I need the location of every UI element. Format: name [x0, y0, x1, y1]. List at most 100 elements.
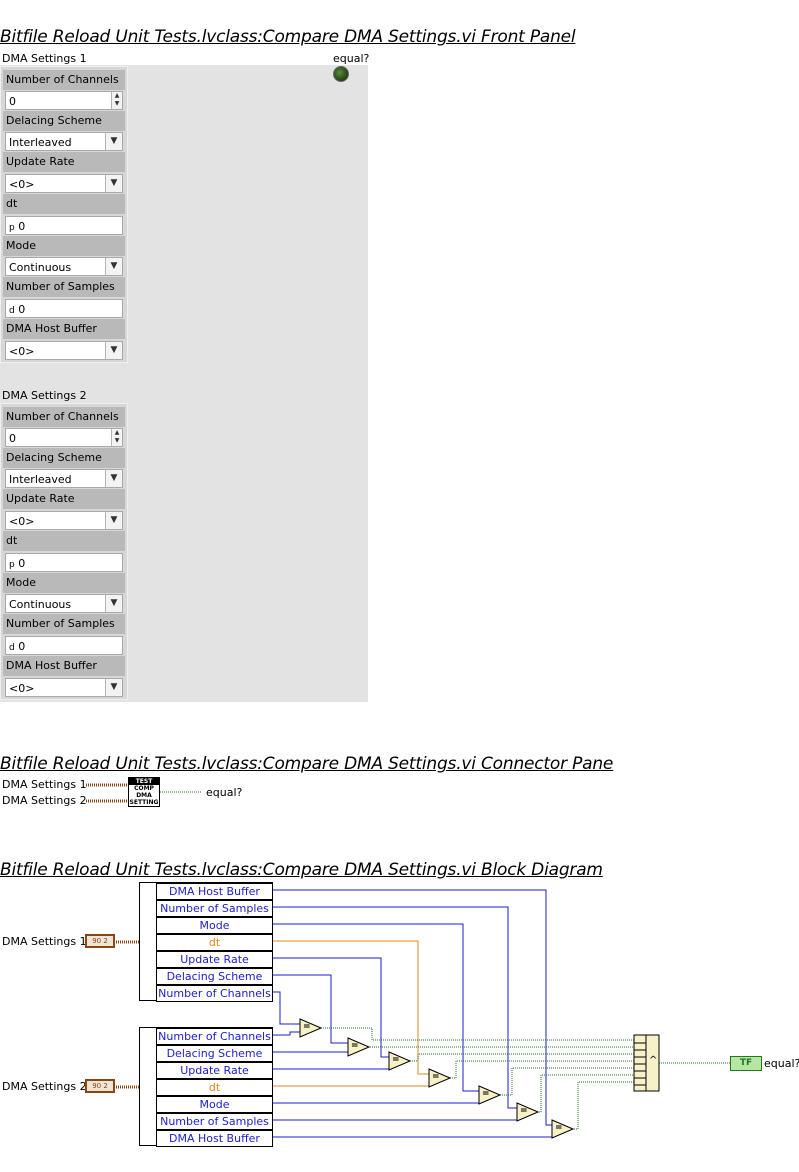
dt-value: 0 — [18, 220, 26, 233]
chevron-down-icon[interactable]: ▼ — [105, 595, 122, 612]
boolean-wires — [321, 1027, 730, 1130]
vi-icon-line: DMA — [136, 792, 152, 799]
mode-label: Mode — [3, 236, 125, 256]
spin-down-icon[interactable]: ▼ — [114, 100, 120, 107]
equal-symbol: = — [392, 1055, 400, 1065]
host-buffer-value: <0> — [9, 682, 35, 695]
equal-output-terminal[interactable]: TF — [730, 1056, 762, 1071]
equal-symbol: = — [351, 1041, 359, 1051]
delacing-value: Interleaved — [9, 136, 72, 149]
mode-value: Continuous — [9, 598, 72, 611]
num-samples-value: 0 — [18, 303, 26, 316]
host-buffer-label: DMA Host Buffer — [3, 656, 125, 676]
unbundle2-update-rate: Update Rate — [156, 1062, 273, 1079]
unbundle1-host-buffer: DMA Host Buffer — [156, 883, 273, 900]
samples-prefix: d — [9, 306, 15, 316]
equal-symbol: = — [520, 1106, 528, 1116]
update-rate-value: <0> — [9, 178, 35, 191]
mode-select[interactable]: Continuous ▼ — [5, 257, 123, 276]
dt-label: dt — [3, 531, 125, 551]
chevron-down-icon[interactable]: ▼ — [105, 258, 122, 275]
equal-symbol: = — [432, 1072, 440, 1082]
chevron-down-icon[interactable]: ▼ — [105, 679, 122, 696]
host-buffer-select[interactable]: <0> ▼ — [5, 341, 123, 360]
unbundle1-num-channels: Number of Channels — [156, 985, 273, 1002]
unbundle1-update-rate: Update Rate — [156, 951, 273, 968]
host-buffer-select[interactable]: <0> ▼ — [5, 678, 123, 697]
dma-settings-2-cluster: Number of Channels 0 ▲▼ Delacing Scheme … — [0, 403, 128, 700]
delacing-value: Interleaved — [9, 473, 72, 486]
unbundle1-dt: dt — [156, 934, 273, 951]
chevron-down-icon[interactable]: ▼ — [105, 470, 122, 487]
equal-indicator-label: equal? — [333, 52, 370, 65]
cluster1-label: DMA Settings 1 — [2, 52, 87, 65]
unbundle2-mode: Mode — [156, 1096, 273, 1113]
spin-up-icon[interactable]: ▲ — [114, 429, 120, 436]
equal-symbol: = — [482, 1089, 490, 1099]
num-channels-value: 0 — [9, 432, 16, 445]
equal-symbol: = — [303, 1022, 311, 1032]
mode-select[interactable]: Continuous ▼ — [5, 594, 123, 613]
unbundle-by-name-2[interactable]: Number of Channels Delacing Scheme Updat… — [139, 1027, 273, 1147]
chevron-down-icon[interactable]: ▼ — [105, 342, 122, 359]
num-channels-spinner[interactable]: ▲▼ — [111, 92, 122, 109]
spin-up-icon[interactable]: ▲ — [114, 92, 120, 99]
spin-down-icon[interactable]: ▼ — [114, 437, 120, 444]
unbundle-by-name-1[interactable]: DMA Host Buffer Number of Samples Mode d… — [139, 882, 273, 1002]
update-rate-label: Update Rate — [3, 489, 125, 509]
compound-and-ports — [634, 1035, 647, 1091]
cp-input1-label: DMA Settings 1 — [2, 778, 87, 791]
host-buffer-label: DMA Host Buffer — [3, 319, 125, 339]
num-samples-input[interactable]: d 0 — [5, 636, 123, 655]
mode-value: Continuous — [9, 261, 72, 274]
num-channels-input[interactable]: 0 ▲▼ — [5, 91, 123, 110]
chevron-down-icon[interactable]: ▼ — [105, 133, 122, 150]
num-channels-label: Number of Channels — [3, 70, 125, 90]
delacing-select[interactable]: Interleaved ▼ — [5, 132, 123, 151]
dt-prefix: p — [9, 560, 15, 570]
unbundle1-delacing: Delacing Scheme — [156, 968, 273, 985]
update-rate-label: Update Rate — [3, 152, 125, 172]
host-buffer-value: <0> — [9, 345, 35, 358]
unbundle1-wires — [272, 889, 552, 1126]
update-rate-select[interactable]: <0> ▼ — [5, 511, 123, 530]
dt-input[interactable]: p 0 — [5, 553, 123, 572]
unbundle2-num-channels: Number of Channels — [156, 1028, 273, 1045]
num-channels-spinner[interactable]: ▲▼ — [111, 429, 122, 446]
update-rate-value: <0> — [9, 515, 35, 528]
chevron-down-icon[interactable]: ▼ — [105, 512, 122, 529]
cluster2-label: DMA Settings 2 — [2, 389, 87, 402]
num-channels-value: 0 — [9, 95, 16, 108]
cp-output-label: equal? — [206, 786, 243, 799]
equal-nodes — [299, 1018, 575, 1139]
vi-icon[interactable]: TEST COMP DMA SETTING — [128, 777, 160, 807]
unbundle1-num-samples: Number of Samples — [156, 900, 273, 917]
bd-input1-label: DMA Settings 1 — [2, 935, 87, 948]
unbundle2-dt: dt — [156, 1079, 273, 1096]
num-samples-label: Number of Samples — [3, 614, 125, 634]
update-rate-select[interactable]: <0> ▼ — [5, 174, 123, 193]
chevron-down-icon[interactable]: ▼ — [105, 175, 122, 192]
dt-prefix: p — [9, 223, 15, 233]
unbundle2-wires — [272, 1031, 553, 1138]
num-channels-input[interactable]: 0 ▲▼ — [5, 428, 123, 447]
cluster-glyph: 90 2 — [92, 937, 108, 945]
delacing-label: Delacing Scheme — [3, 448, 125, 468]
block-diagram-title: Bitfile Reload Unit Tests.lvclass:Compar… — [0, 860, 603, 880]
bd-output-label: equal? — [764, 1057, 799, 1070]
num-samples-value: 0 — [18, 640, 26, 653]
unbundle2-num-samples: Number of Samples — [156, 1113, 273, 1130]
cp-input2-label: DMA Settings 2 — [2, 794, 87, 807]
num-samples-input[interactable]: d 0 — [5, 299, 123, 318]
vi-icon-banner: TEST — [129, 778, 159, 785]
bd-input2-label: DMA Settings 2 — [2, 1080, 87, 1093]
vi-icon-line: SETTING — [129, 799, 159, 806]
cluster-glyph: 90 2 — [92, 1082, 108, 1090]
cluster1-terminal[interactable]: 90 2 — [85, 934, 115, 948]
cp-wires — [86, 783, 202, 803]
dt-input[interactable]: p 0 — [5, 216, 123, 235]
unbundle2-delacing: Delacing Scheme — [156, 1045, 273, 1062]
dt-label: dt — [3, 194, 125, 214]
cluster2-terminal[interactable]: 90 2 — [85, 1079, 115, 1093]
delacing-select[interactable]: Interleaved ▼ — [5, 469, 123, 488]
